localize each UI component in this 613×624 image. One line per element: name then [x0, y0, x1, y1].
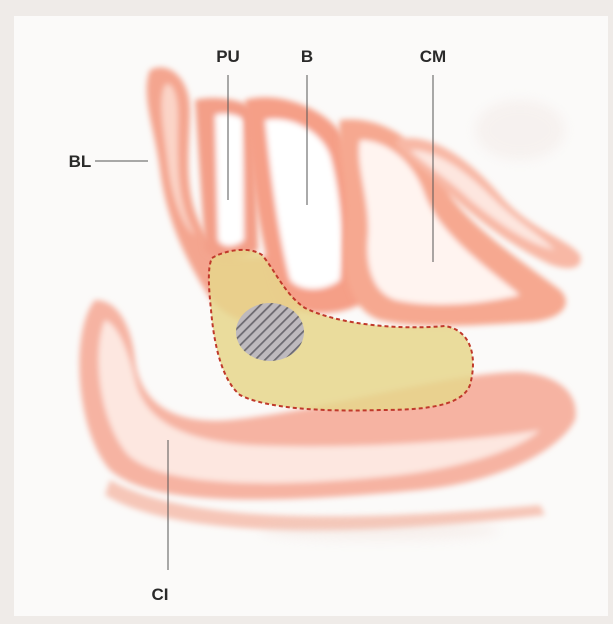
- label-ci: CI: [152, 585, 169, 604]
- label-b: B: [301, 47, 313, 66]
- label-pu: PU: [216, 47, 240, 66]
- hatched-lesion: [236, 303, 304, 361]
- label-cm: CM: [420, 47, 446, 66]
- label-bl: BL: [69, 152, 92, 171]
